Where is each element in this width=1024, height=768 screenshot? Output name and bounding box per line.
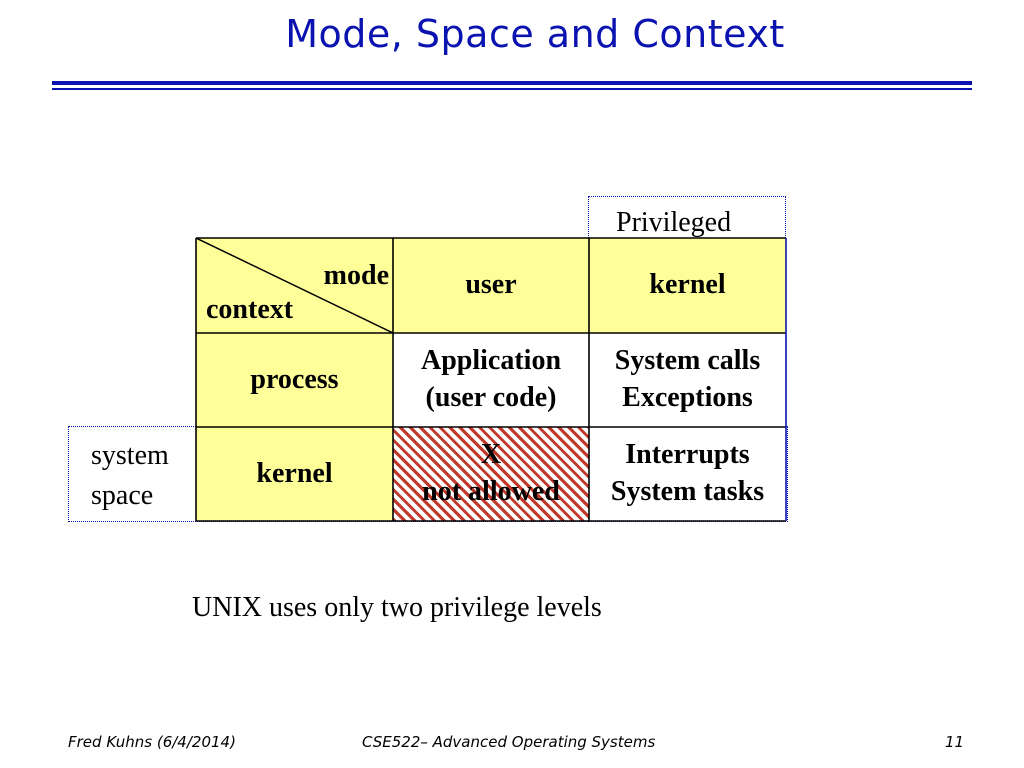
process-user-line-2: (user code) — [425, 382, 557, 413]
kernel-user-line-1: X — [480, 439, 502, 471]
system-space-label: system space — [91, 436, 169, 516]
privileged-label: Privileged — [616, 207, 732, 238]
system-space-line-2: space — [91, 480, 154, 511]
header-kernel-label: kernel — [649, 269, 726, 301]
row-process-label: process — [250, 363, 339, 395]
system-space-line-1: system — [91, 440, 169, 471]
title-rule-thick — [52, 81, 972, 85]
kernel-user-line-2: not allowed — [422, 476, 560, 507]
context-label: context — [206, 294, 294, 325]
row-kernel-label: kernel — [256, 457, 333, 489]
process-kernel-cell: System calls Exceptions — [589, 333, 786, 427]
row-process-label-cell: process — [196, 333, 393, 427]
row-kernel-label-cell: kernel — [196, 427, 393, 521]
process-user-cell: Application (user code) — [393, 333, 589, 427]
kernel-user-cell: X not allowed — [393, 427, 589, 521]
title-rule-thin — [52, 88, 972, 90]
header-kernel-cell: kernel — [589, 238, 786, 333]
kernel-kernel-cell: Interrupts System tasks — [589, 427, 786, 521]
process-kernel-line-2: Exceptions — [622, 382, 753, 413]
footer-course: CSE522– Advanced Operating Systems — [362, 733, 656, 751]
footer-author: Fred Kuhns (6/4/2014) — [68, 733, 236, 751]
kernel-kernel-line-2: System tasks — [610, 476, 765, 507]
process-kernel-line-1: System calls — [614, 345, 761, 377]
footer-page-number: 11 — [945, 733, 965, 751]
mode-label: mode — [323, 260, 389, 291]
header-user-label: user — [465, 269, 517, 301]
process-user-line-1: Application — [420, 345, 562, 377]
header-user-cell: user — [393, 238, 589, 333]
corner-diagonal-line — [196, 238, 393, 333]
kernel-kernel-line-1: Interrupts — [625, 439, 750, 471]
caption: UNIX uses only two privilege levels — [192, 592, 602, 623]
header-corner-cell: mode context — [196, 238, 393, 333]
slide-title: Mode, Space and Context — [285, 12, 785, 56]
